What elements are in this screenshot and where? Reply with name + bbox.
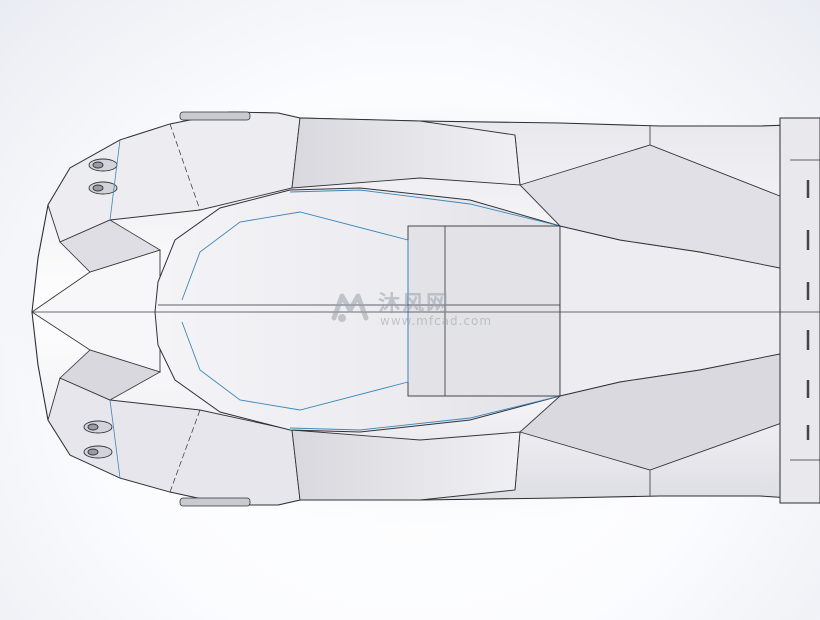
deck-fin-top — [519, 144, 791, 271]
front-wheel-bottom — [179, 497, 251, 507]
canopy-blue-edge-top — [289, 189, 561, 227]
canopy-inner-top — [181, 211, 409, 301]
front-wheel-top — [179, 111, 251, 121]
rear-wing — [779, 117, 820, 504]
nose-left-panel — [59, 219, 161, 273]
headlights-bottom — [83, 420, 113, 459]
watermark: 沐风网 www.mfcad.com — [328, 284, 503, 336]
watermark-name: 沐风网 — [378, 292, 451, 317]
watermark-url: www.mfcad.com — [380, 314, 493, 328]
canopy-inner-bottom — [181, 321, 409, 411]
side-pod-bottom — [291, 429, 521, 501]
nose-right-panel — [59, 349, 162, 401]
headlights-top — [88, 158, 118, 195]
deck-fin-bottom — [519, 351, 791, 471]
canopy-rear-panel — [407, 225, 561, 397]
canopy-blue-edge-bottom — [289, 395, 561, 431]
mfcad-logo-icon — [331, 293, 369, 322]
